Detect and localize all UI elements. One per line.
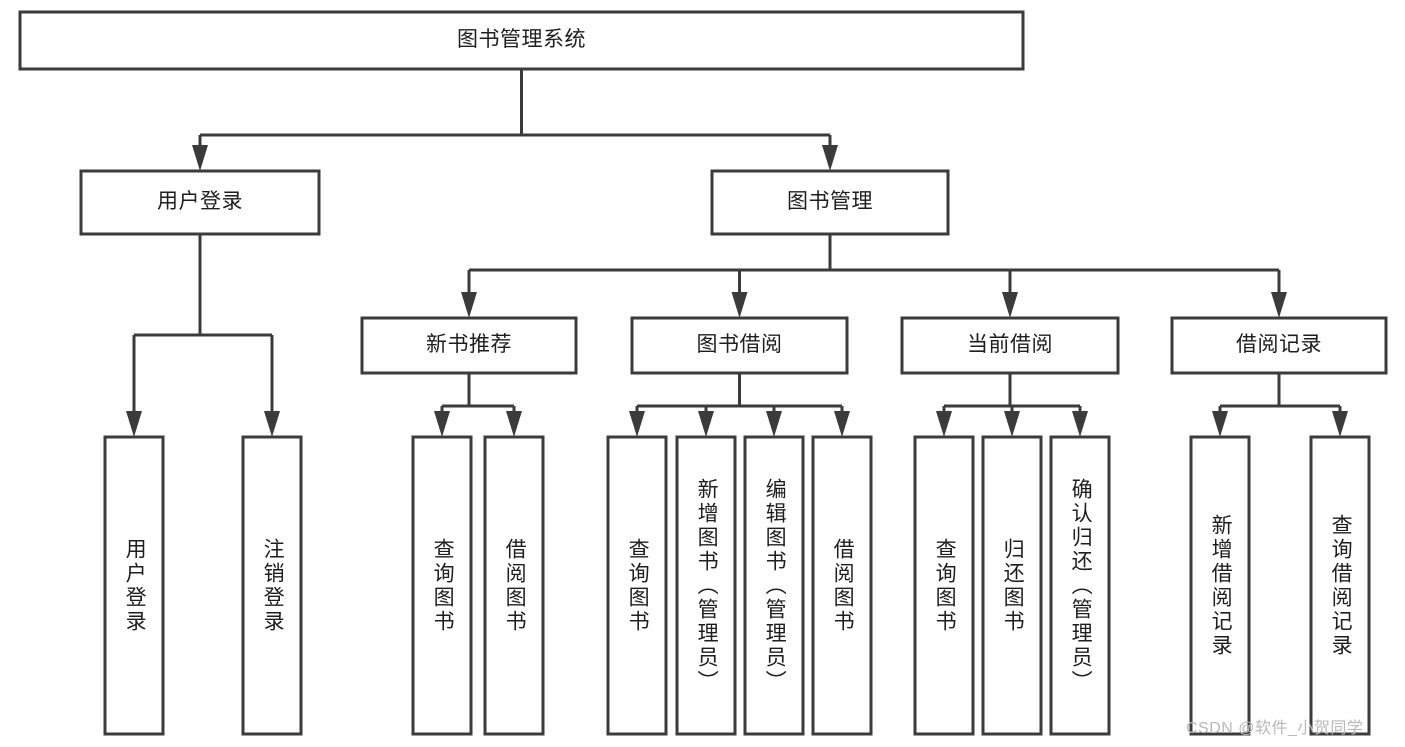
connector-arrow-icon	[834, 411, 850, 437]
connector-arrow-icon	[1002, 292, 1018, 318]
node-借阅图书-hit[interactable]	[485, 437, 543, 734]
connector-arrow-icon	[936, 411, 952, 437]
connector-arrow-icon	[766, 411, 782, 437]
node-用户登录[interactable]	[103, 435, 165, 736]
node-新增借阅记录[interactable]	[1189, 435, 1251, 736]
node-归还图书-hit[interactable]	[983, 437, 1041, 734]
node-编辑图书管理员[interactable]	[743, 435, 805, 736]
node-用户登录-hit[interactable]	[105, 437, 163, 734]
node-查询图书[interactable]	[411, 435, 473, 736]
node-借阅记录-hit[interactable]	[1172, 318, 1386, 373]
node-新书推荐-hit[interactable]	[362, 318, 576, 373]
node-图书管理系统[interactable]	[18, 10, 1025, 71]
node-查询图书-hit[interactable]	[608, 437, 666, 734]
node-确认归还管理员[interactable]	[1049, 435, 1111, 736]
node-当前借阅[interactable]	[900, 316, 1120, 375]
connector-arrow-icon	[1072, 411, 1088, 437]
connector-arrow-icon	[822, 145, 838, 171]
node-确认归还管理员-hit[interactable]	[1051, 437, 1109, 734]
node-图书借阅[interactable]	[630, 316, 849, 375]
node-用户登录-hit[interactable]	[81, 171, 319, 234]
node-注销登录[interactable]	[241, 435, 303, 736]
node-图书管理-hit[interactable]	[712, 171, 948, 234]
node-box-layer	[18, 10, 1388, 736]
node-查询借阅记录[interactable]	[1309, 435, 1371, 736]
node-归还图书[interactable]	[981, 435, 1043, 736]
node-查询图书-hit[interactable]	[413, 437, 471, 734]
connector-arrow-icon	[1271, 292, 1287, 318]
connector-arrow-icon	[698, 411, 714, 437]
connector-arrow-icon	[434, 411, 450, 437]
connector-arrow-icon	[1004, 411, 1020, 437]
node-查询图书-hit[interactable]	[915, 437, 973, 734]
node-借阅图书-hit[interactable]	[813, 437, 871, 734]
node-图书管理[interactable]	[710, 169, 950, 236]
node-查询图书[interactable]	[606, 435, 668, 736]
node-用户登录[interactable]	[79, 169, 321, 236]
node-新增图书管理员-hit[interactable]	[677, 437, 735, 734]
node-编辑图书管理员-hit[interactable]	[745, 437, 803, 734]
node-借阅记录[interactable]	[1170, 316, 1388, 375]
node-查询借阅记录-hit[interactable]	[1311, 437, 1369, 734]
node-借阅图书[interactable]	[811, 435, 873, 736]
node-借阅图书[interactable]	[483, 435, 545, 736]
connector-arrow-icon	[1332, 411, 1348, 437]
node-新增图书管理员[interactable]	[675, 435, 737, 736]
watermark-text: CSDN @软件_小贺同学	[1186, 720, 1364, 737]
node-当前借阅-hit[interactable]	[902, 318, 1118, 373]
connector-layer	[126, 69, 1348, 437]
node-新书推荐[interactable]	[360, 316, 578, 375]
node-图书借阅-hit[interactable]	[632, 318, 847, 373]
connector-arrow-icon	[1212, 411, 1228, 437]
node-新增借阅记录-hit[interactable]	[1191, 437, 1249, 734]
node-图书管理系统-hit[interactable]	[20, 12, 1023, 69]
connector-arrow-icon	[192, 145, 208, 171]
node-注销登录-hit[interactable]	[243, 437, 301, 734]
connector-arrow-icon	[506, 411, 522, 437]
node-查询图书[interactable]	[913, 435, 975, 736]
connector-arrow-icon	[126, 411, 142, 437]
connector-arrow-icon	[629, 411, 645, 437]
connector-arrow-icon	[461, 292, 477, 318]
connector-arrow-icon	[731, 292, 748, 318]
connector-arrow-icon	[264, 411, 280, 437]
